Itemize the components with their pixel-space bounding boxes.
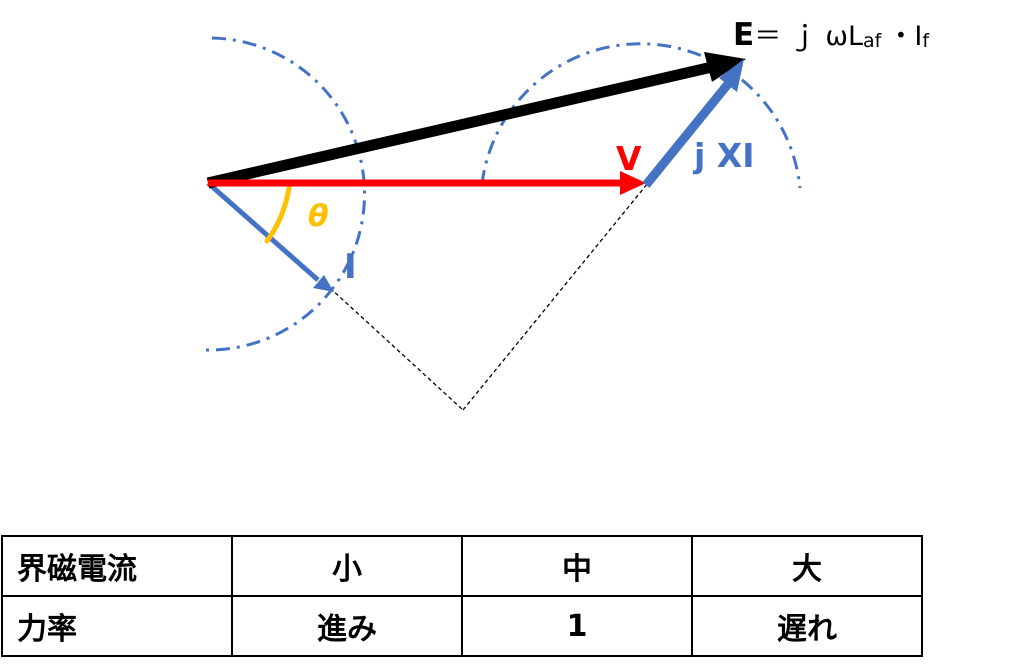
field-current-power-factor-table: 界磁電流 小 中 大 力率 進み 1 遅れ xyxy=(1,535,923,657)
field-current-small: 小 xyxy=(231,535,463,597)
field-current-medium: 中 xyxy=(461,535,693,597)
e-arrowhead xyxy=(704,52,746,82)
power-factor-leading: 進み xyxy=(231,595,463,657)
v-label: V xyxy=(616,139,642,178)
e-arrow xyxy=(206,61,714,189)
power-factor-unity: 1 xyxy=(461,595,693,657)
guide-line-right xyxy=(462,182,649,411)
current-locus-arc xyxy=(204,36,366,352)
i-label: I xyxy=(344,247,357,287)
current-arrow xyxy=(206,181,320,282)
power-factor-lagging: 遅れ xyxy=(691,595,923,657)
e-equation: E＝ ｊ ωLaf・If xyxy=(733,17,930,53)
guide-line-left xyxy=(329,287,464,411)
current-arrowhead xyxy=(313,275,334,292)
jxi-label: j XI xyxy=(692,136,755,175)
jxi-arrowhead xyxy=(719,59,744,92)
row-header-field-current: 界磁電流 xyxy=(1,535,233,597)
field-current-table-wrap: 界磁電流 小 中 大 力率 進み 1 遅れ xyxy=(1,535,923,657)
theta-label: θ xyxy=(308,199,329,234)
v-arrowhead xyxy=(620,171,646,195)
field-current-large: 大 xyxy=(691,535,923,597)
theta-arc xyxy=(264,185,292,244)
row-header-power-factor: 力率 xyxy=(1,595,233,657)
table-row-field-current: 界磁電流 小 中 大 xyxy=(1,535,923,597)
jxi-arrow xyxy=(642,81,732,188)
phasor-diagram: V j XI I θ E＝ ｊ ωLaf・If xyxy=(204,17,930,411)
table-row-power-factor: 力率 進み 1 遅れ xyxy=(1,595,923,657)
